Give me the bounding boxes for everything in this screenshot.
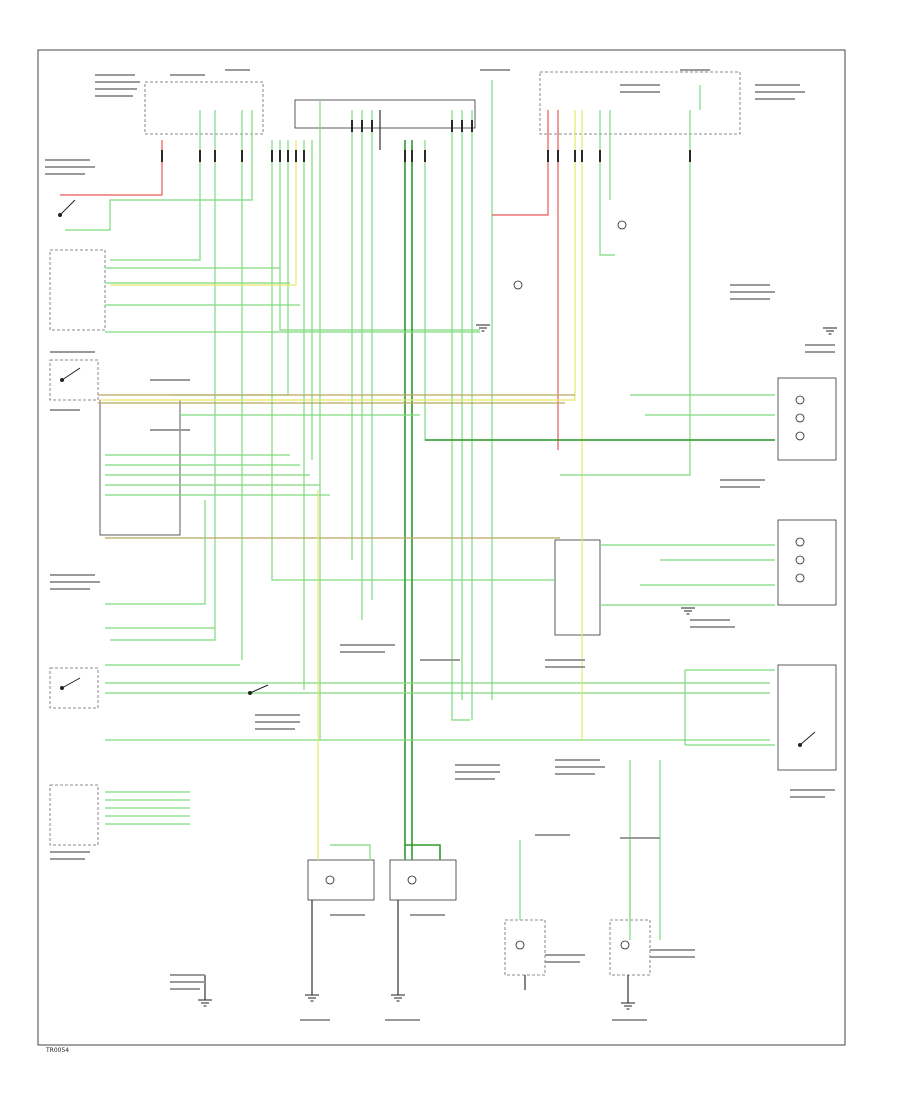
dimmer-switch-box [49, 359, 99, 401]
wire-26 [100, 110, 576, 401]
wire-layer [60, 80, 775, 1003]
top-fuse-blocks [144, 71, 741, 135]
wire-3 [110, 110, 216, 641]
combination-meter-box [49, 784, 99, 846]
connector-pins [161, 120, 691, 162]
wire-71 [405, 844, 441, 860]
diagram-frame [37, 49, 846, 1046]
junction-block-top [294, 99, 476, 129]
wire-6 [271, 140, 555, 581]
wire-5 [65, 110, 253, 231]
diagram-code: TR0054 [45, 1047, 69, 1054]
switch-symbols [58, 199, 816, 747]
wire-7 [279, 140, 480, 331]
bulb-symbols [325, 220, 805, 950]
wire-9 [110, 140, 297, 286]
left-front-combination-lamp [389, 859, 457, 901]
label-marks [45, 69, 835, 1021]
license-plate-lamp [504, 919, 546, 976]
left-rear-combination-lamp [777, 377, 837, 461]
stop-light-switch-box [49, 667, 99, 709]
fuse-block-right [539, 71, 741, 135]
right-front-combination-lamp [307, 859, 375, 901]
headlight-switch-box [49, 249, 106, 331]
left-switch-boxes [49, 249, 181, 846]
turn-flasher-relay [554, 539, 601, 636]
bottom-lamp-boxes [307, 859, 651, 976]
wire-30 [560, 110, 691, 476]
fuse-block-left [144, 81, 264, 135]
wire-20 [451, 110, 470, 721]
wire-70 [330, 844, 371, 860]
right-lamp-boxes [554, 377, 837, 771]
wire-24 [492, 110, 549, 216]
wire-28 [599, 110, 615, 256]
turn-hazard-switch-box [99, 399, 181, 536]
wire-45 [105, 500, 206, 605]
right-rear-combination-lamp [777, 519, 837, 606]
ground-symbols [198, 324, 837, 1010]
right-tail-lamp [777, 664, 837, 771]
wire-2 [110, 110, 201, 261]
